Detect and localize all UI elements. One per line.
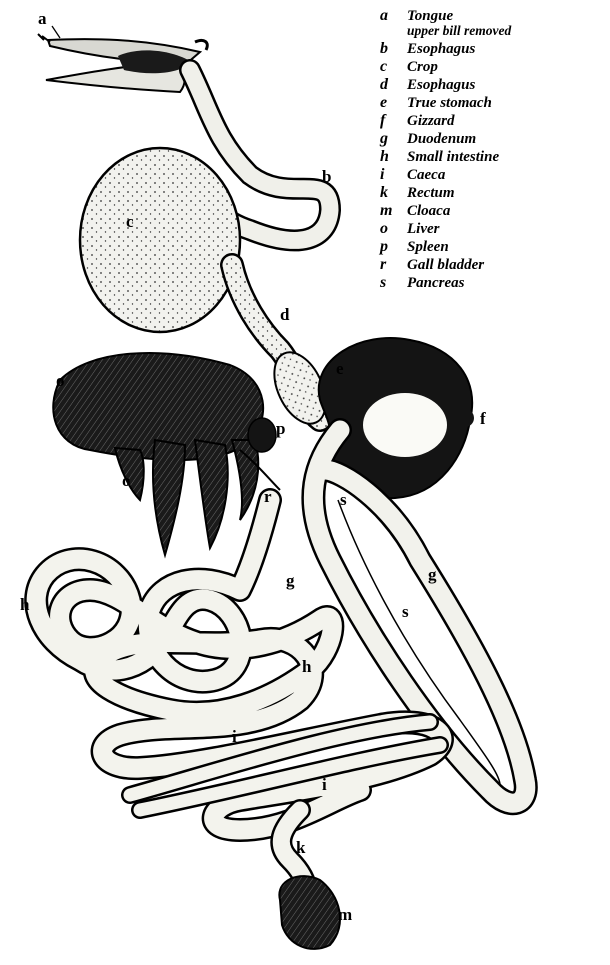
legend-letter: g	[379, 130, 388, 147]
legend-letter: a	[380, 7, 388, 24]
legend-letter: i	[380, 166, 385, 183]
legend-letter: e	[380, 94, 387, 111]
legend-item: f Gizzard	[380, 112, 455, 129]
legend-item: b Esophagus	[380, 40, 476, 57]
legend-letter: k	[380, 184, 388, 201]
label-o2: o	[122, 471, 131, 490]
legend-item: d Esophagus	[380, 76, 476, 93]
legend-text: Gall bladder	[407, 257, 484, 273]
label-r: r	[264, 487, 272, 506]
label-a: a	[38, 9, 47, 28]
legend-letter: r	[380, 256, 387, 273]
legend-item: m Cloaca	[380, 202, 451, 219]
label-h1: h	[20, 595, 30, 614]
label-i2: i	[322, 775, 327, 794]
spleen	[248, 418, 276, 452]
label-b: b	[322, 167, 331, 186]
legend-item: i Caeca	[380, 166, 446, 183]
legend-item: g Duodenum	[379, 130, 476, 147]
legend-text: Pancreas	[407, 275, 465, 291]
legend-text: Tongue	[407, 8, 453, 24]
legend-text: Duodenum	[406, 131, 476, 147]
label-k: k	[296, 838, 306, 857]
legend-text: Spleen	[407, 239, 449, 255]
legend-letter: f	[380, 112, 387, 129]
legend-text: Esophagus	[406, 77, 476, 93]
legend-text: Small intestine	[407, 149, 499, 165]
legend-text: Caeca	[407, 167, 446, 183]
label-g2: g	[286, 571, 295, 590]
legend-letter: h	[380, 148, 389, 165]
legend-letter: b	[380, 40, 388, 57]
label-p: p	[276, 419, 285, 438]
label-c: c	[126, 212, 134, 231]
label-s1: s	[340, 490, 347, 509]
legend-letter: s	[379, 274, 386, 291]
label-d: d	[280, 305, 290, 324]
crop	[80, 148, 240, 332]
legend-letter: m	[380, 202, 392, 219]
legend-item: e True stomach	[380, 94, 492, 111]
label-i1: i	[232, 727, 237, 746]
legend-item: r Gall bladder	[380, 256, 484, 273]
legend-item: p Spleen	[378, 238, 449, 255]
label-e: e	[336, 359, 344, 378]
label-g1: g	[428, 565, 437, 584]
cloaca	[279, 876, 340, 949]
legend-letter: d	[380, 76, 389, 93]
label-o1: o	[56, 371, 65, 390]
label-h2: h	[302, 657, 312, 676]
legend-text: True stomach	[407, 95, 492, 111]
legend-letter: p	[378, 238, 388, 255]
legend-item: s Pancreas	[379, 274, 465, 291]
legend-text: Liver	[406, 221, 440, 237]
legend-subtext: upper bill removed	[407, 23, 511, 38]
liver	[53, 353, 263, 555]
legend-text: Rectum	[406, 185, 455, 201]
legend-item: c Crop	[380, 58, 438, 75]
legend-letter: c	[380, 58, 387, 75]
legend-letter: o	[380, 220, 388, 237]
legend-text: Cloaca	[407, 203, 451, 219]
label-m: m	[338, 905, 352, 924]
legend-item: h Small intestine	[380, 148, 499, 165]
legend-text: Esophagus	[406, 41, 476, 57]
legend-item: o Liver	[380, 220, 440, 237]
label-s2: s	[402, 602, 409, 621]
legend-item: k Rectum	[380, 184, 455, 201]
legend-text: Crop	[407, 59, 438, 75]
label-f: f	[480, 409, 486, 428]
legend-text: Gizzard	[407, 113, 455, 129]
organ-drawing	[36, 34, 526, 949]
